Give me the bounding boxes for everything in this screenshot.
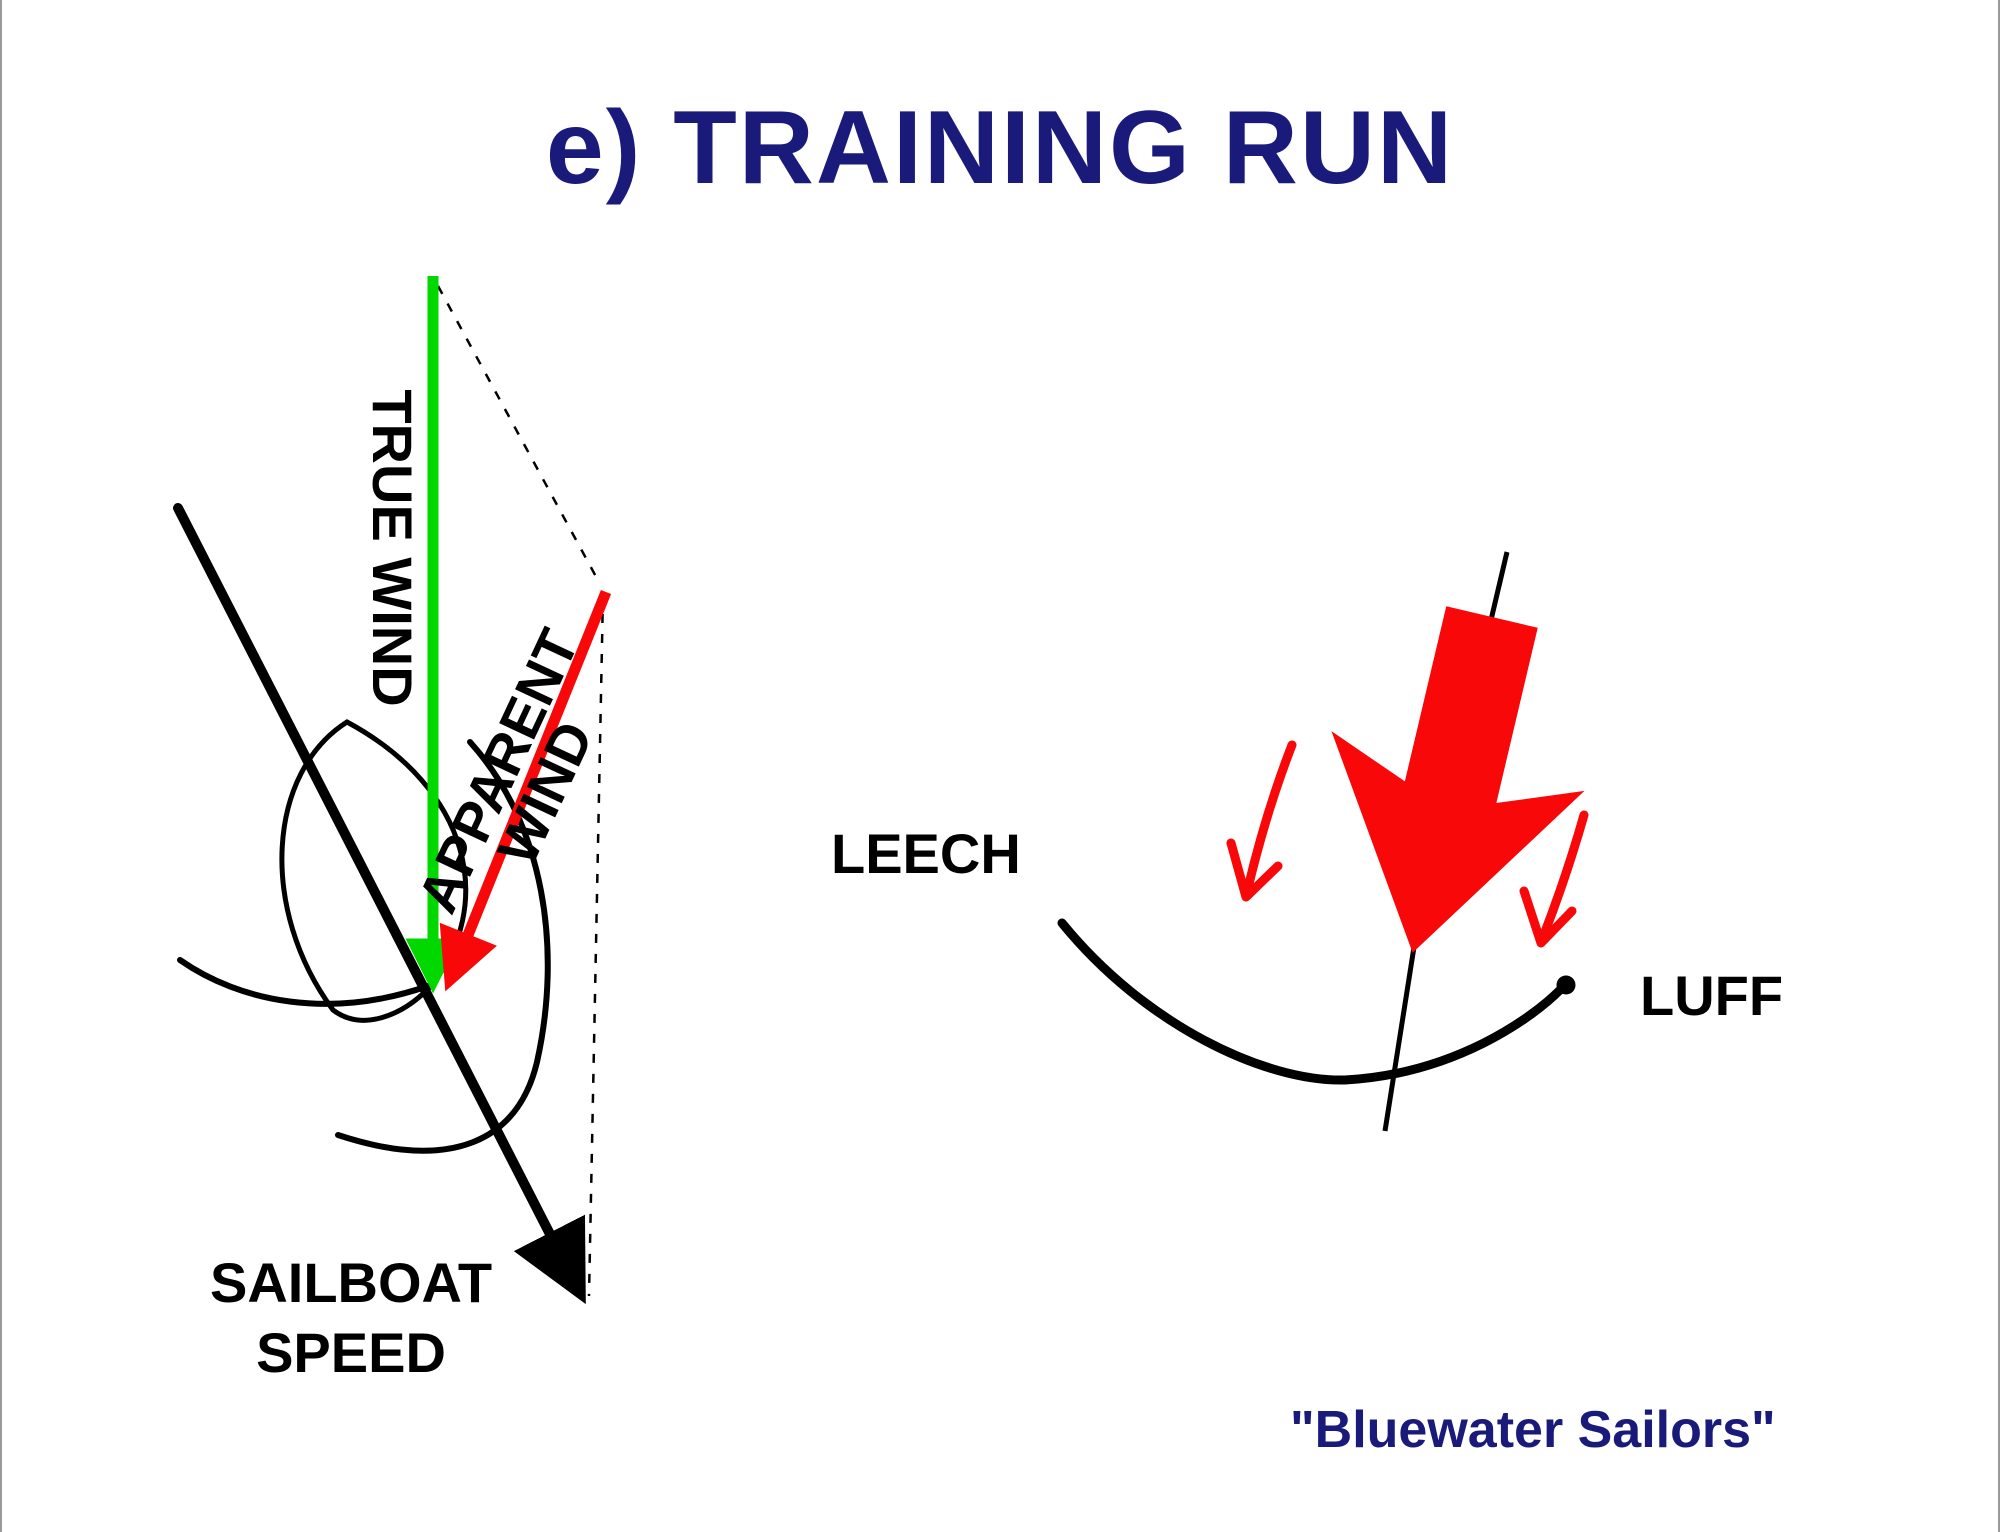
- boat-hull-outline: [279, 719, 469, 1023]
- luff-label: LUFF: [1640, 964, 1784, 1027]
- main-wind-arrow: [1331, 606, 1585, 953]
- luff-point-dot: [1556, 975, 1576, 995]
- left-border-line: [0, 0, 2, 1532]
- leech-flow-arrow: [1226, 740, 1297, 902]
- apparent-wind-arrow: [439, 589, 612, 992]
- luff-flow-arrow: [1519, 810, 1589, 948]
- right-border-line: [1998, 0, 2000, 1532]
- credit-text: "Bluewater Sailors": [1290, 1401, 1776, 1459]
- sailboat-speed-arrow: [173, 503, 586, 1305]
- dashed-construction-line-top: [436, 285, 602, 585]
- sail-curve-right: [335, 739, 551, 1154]
- sailboat-speed-label: SAILBOAT SPEED: [210, 1248, 492, 1388]
- sail-foot-curve: [1057, 918, 1565, 1085]
- sailboat-speed-label-line2: SPEED: [256, 1321, 446, 1384]
- sail-curve-left: [177, 957, 431, 1007]
- dashed-construction-line-side: [587, 593, 605, 1297]
- true-wind-label: TRUE WIND: [361, 389, 424, 707]
- page-title: e) TRAINING RUN: [545, 90, 1455, 206]
- leech-label: LEECH: [831, 822, 1021, 885]
- sailboat-speed-label-line1: SAILBOAT: [209, 1251, 493, 1314]
